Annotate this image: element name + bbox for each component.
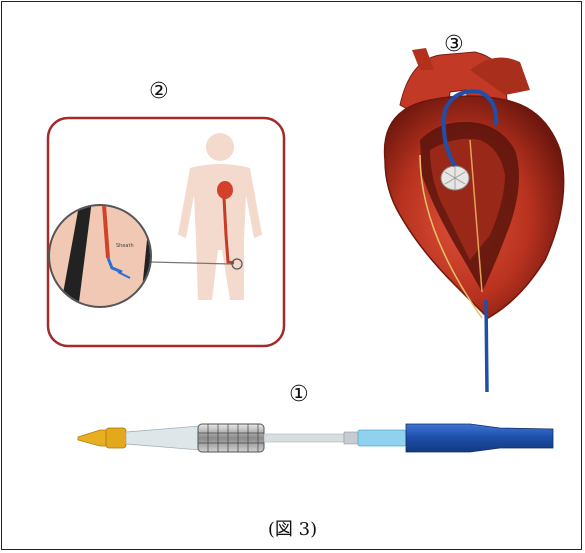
marker-three: ③ — [444, 34, 464, 56]
light-sheath — [358, 430, 406, 446]
heart-catheter-tail — [486, 300, 487, 392]
inner-shaft — [264, 434, 344, 442]
catheter-tip — [78, 430, 108, 446]
access-route-inset: Sheath — [48, 118, 284, 346]
heart-cross-section — [385, 48, 564, 392]
delivery-catheter — [78, 424, 553, 452]
outer-catheter — [406, 424, 553, 452]
marker-two: ② — [149, 81, 169, 103]
body-heart — [217, 181, 233, 199]
nose-cone — [126, 426, 200, 450]
sheath-label: Sheath — [116, 243, 134, 249]
marker-one: ① — [289, 384, 309, 406]
figure-caption: (図 3) — [0, 515, 585, 541]
